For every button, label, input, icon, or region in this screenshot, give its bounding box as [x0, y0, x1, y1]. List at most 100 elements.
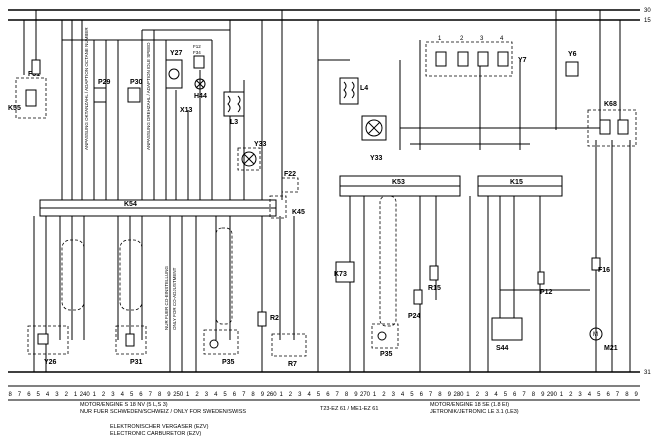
- y6-valve: Y6: [565, 51, 579, 77]
- k15-label: K15: [510, 179, 523, 186]
- left-wires: [23, 10, 283, 200]
- ruler-number: 9: [541, 392, 545, 398]
- ruler-number: 7: [429, 392, 433, 398]
- ruler-number: 6: [607, 392, 611, 398]
- lower-left-wires: [33, 216, 295, 372]
- f12-f34-fuses: F12 F34: [193, 44, 205, 69]
- ruler-number: 5: [317, 392, 321, 398]
- p35-sensor-left: P35: [203, 329, 239, 366]
- caption-left-2: NUR FUER SCHWEDEN/SCHWEIZ / ONLY FOR SWE…: [80, 409, 246, 415]
- y33-distributor-right: Y33: [361, 115, 387, 162]
- ruler-number: 250: [173, 392, 184, 398]
- k73-relay: K73: [334, 261, 355, 283]
- ruler-number: 7: [242, 392, 246, 398]
- p30-sensor: P30: [127, 79, 143, 103]
- ruler-number: 7: [616, 392, 620, 398]
- ruler-number: 7: [336, 392, 340, 398]
- ruler-number: 8: [9, 392, 13, 398]
- p30-label: P30: [130, 79, 143, 86]
- y27-valve: Y27: [165, 50, 183, 89]
- shielded-cable-right: [379, 195, 397, 327]
- ruler-number: 6: [326, 392, 330, 398]
- co-adjust-note-en: ONLY FOR CO-ADJUSTMENT: [172, 267, 177, 330]
- ruler-number: 1: [74, 392, 78, 398]
- h44-label: H44: [194, 93, 207, 100]
- ruler-number: 4: [588, 392, 592, 398]
- ruler-number: 9: [261, 392, 265, 398]
- ruler-number: 5: [37, 392, 41, 398]
- k55-relay: K55 F31: [8, 59, 47, 119]
- cylinder-1: 1: [438, 36, 442, 42]
- ruler-number: 7: [522, 392, 526, 398]
- ruler-number: 4: [401, 392, 405, 398]
- caption-mid: T23-EZ 61 / ME1-EZ 61: [320, 406, 378, 412]
- h44-lamp: H44: [194, 78, 207, 100]
- ruler-number: 3: [298, 392, 302, 398]
- p29-sensor: P29: [93, 79, 111, 103]
- r2-resistor: R2: [257, 311, 279, 327]
- ruler-number: 3: [485, 392, 489, 398]
- f34-label: F34: [193, 50, 201, 55]
- rail-30-label: 30: [644, 8, 651, 14]
- y33-distributor-left: Y33: [237, 141, 267, 171]
- l3-label: L3: [230, 119, 238, 126]
- rail-15-label: 15: [644, 18, 651, 24]
- f12-label: F12: [193, 44, 201, 49]
- m21-fuel-pump: M M21: [589, 327, 618, 352]
- caption-right-1: MOTOR/ENGINE 18 SE (1.8 EI): [430, 402, 509, 408]
- p35-sensor-right: P35: [371, 323, 399, 358]
- p35-left-label: P35: [222, 359, 235, 366]
- x13-label: X13: [180, 107, 193, 114]
- ruler-number: 9: [448, 392, 452, 398]
- ruler-number: 3: [392, 392, 396, 398]
- rail-31-label: 31: [644, 370, 651, 376]
- p29-note: ANPASSUNG OKTANZAHL / ADAPTION OCTANE NU…: [84, 27, 89, 150]
- ruler-number: 2: [102, 392, 106, 398]
- shielded-cables-left: [61, 227, 233, 325]
- ruler-number: 1: [280, 392, 284, 398]
- y33-right-label: Y33: [370, 155, 383, 162]
- cylinder-4: 4: [500, 36, 504, 42]
- ruler-number: 3: [578, 392, 582, 398]
- k54-control-unit: K54: [39, 199, 277, 217]
- y7-label: Y7: [518, 57, 527, 64]
- k68-relay: K68: [587, 101, 637, 147]
- p31-sensor: P31: [115, 325, 147, 366]
- ruler-number: 9: [635, 392, 639, 398]
- p12-label: P12: [540, 289, 553, 296]
- k45-label: K45: [292, 209, 305, 216]
- ruler-number: 1: [93, 392, 97, 398]
- ruler-number: 5: [223, 392, 227, 398]
- ruler-number: 260: [267, 392, 278, 398]
- power-rails: 30 15 31: [8, 8, 651, 376]
- p12-sensor: P12: [537, 271, 553, 296]
- r7-label: R7: [288, 361, 297, 368]
- caption-left-4: ELECTRONIC CARBURETOR (EZV): [110, 431, 201, 437]
- y33-left-label: Y33: [254, 141, 267, 148]
- r15-label: R15: [428, 285, 441, 292]
- m21-label: M21: [604, 345, 618, 352]
- p31-label: P31: [130, 359, 143, 366]
- ruler-number: 7: [18, 392, 22, 398]
- ruler-number: 4: [494, 392, 498, 398]
- ruler-number: 6: [420, 392, 424, 398]
- ruler-number: 1: [373, 392, 377, 398]
- y6-label: Y6: [568, 51, 577, 58]
- ruler-number: 8: [438, 392, 442, 398]
- cylinder-3: 3: [480, 36, 484, 42]
- p24-sensor: P24: [408, 289, 423, 320]
- ruler-number: 6: [233, 392, 237, 398]
- ruler-number: 8: [251, 392, 255, 398]
- y26-valve: Y26: [27, 325, 69, 366]
- ruler-number: 3: [55, 392, 59, 398]
- ruler-number: 7: [149, 392, 153, 398]
- ruler-number: 6: [139, 392, 143, 398]
- f16-label: F16: [598, 267, 610, 274]
- ruler-number: 5: [130, 392, 134, 398]
- caption-left-3: ELEKTRONISCHER VERGASER (EZV): [110, 424, 209, 430]
- co-adjust-note: NUR FUER CO-EINSTELLUNG: [164, 265, 169, 330]
- p35-right-label: P35: [380, 351, 393, 358]
- f16-fuse: F16: [591, 257, 610, 274]
